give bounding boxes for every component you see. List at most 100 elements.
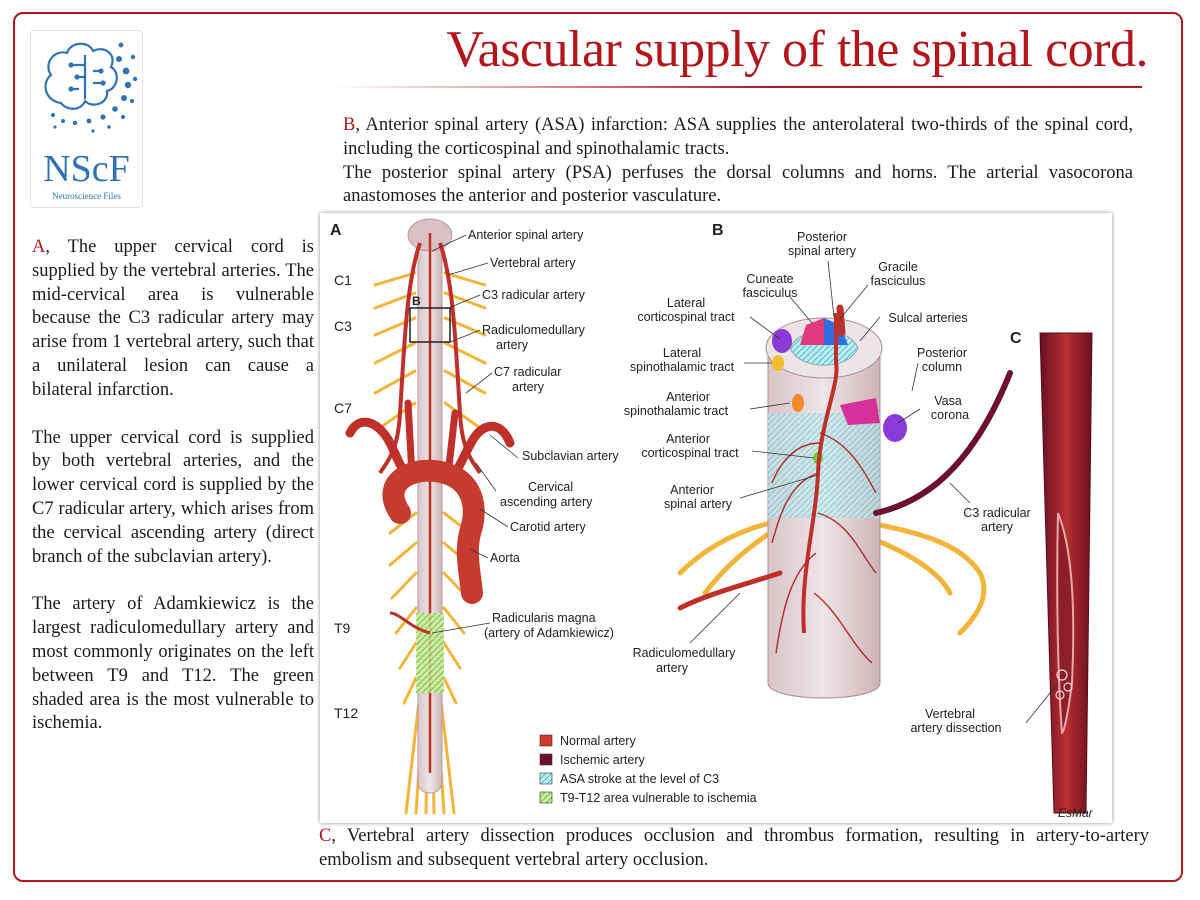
paragraph-a-text: , The upper cervical cord is supplied by… xyxy=(32,237,314,400)
paragraph-c-letter: C xyxy=(319,826,332,846)
label-anterior-stt-1: Anterior xyxy=(666,390,710,404)
anatomy-figure: B A C1 C3 C7 T9 T12 Anterior spinal arte… xyxy=(320,213,1112,823)
cuneate-right xyxy=(840,398,880,425)
label-lateral-stt-2: spinothalamic tract xyxy=(630,360,735,374)
aorta xyxy=(382,459,485,604)
panel-a: B A C1 C3 C7 T9 T12 Anterior spinal arte… xyxy=(330,218,619,815)
level-c3: C3 xyxy=(334,318,352,334)
paragraph-a-text3: The artery of Adamkiewicz is the largest… xyxy=(32,594,314,734)
label-dissection-2: artery dissection xyxy=(910,721,1001,735)
label-lateral-cst-1: Lateral xyxy=(667,296,705,310)
panel-c-leader xyxy=(1025,682,1059,724)
nscf-logo: NScF Neuroscience Files xyxy=(30,30,143,208)
radiculomedullary-artery-b xyxy=(677,570,783,611)
anatomy-illustration: B A C1 C3 C7 T9 T12 Anterior spinal arte… xyxy=(330,218,1094,820)
thrombus-icon xyxy=(1055,669,1073,700)
posterior-spinal-artery xyxy=(836,304,846,337)
adamkiewicz-artery xyxy=(389,611,431,635)
dissection-flap xyxy=(1056,512,1075,735)
label-radicularis-2: (artery of Adamkiewicz) xyxy=(484,626,614,640)
title-underline xyxy=(330,86,1142,88)
panel-b: B xyxy=(624,222,1031,699)
paragraph-b-letter: B xyxy=(343,115,356,135)
paragraph-b-text: , Anterior spinal artery (ASA) infarctio… xyxy=(343,115,1133,159)
lateral-corticospinal xyxy=(772,329,792,353)
lateral-cst-right xyxy=(883,414,907,442)
label-anterior-cst-1: Anterior xyxy=(666,432,710,446)
label-c3-radicular-1: C3 radicular xyxy=(963,506,1030,520)
label-posterior-column-2: column xyxy=(922,360,962,374)
label-c3-radicular-artery: C3 radicular artery xyxy=(482,288,586,302)
label-radicularis-1: Radicularis magna xyxy=(492,611,596,625)
panel-b-leaders xyxy=(689,260,971,644)
level-t12: T12 xyxy=(334,705,358,721)
label-cervical-ascending-1: Cervical xyxy=(528,480,573,494)
panel-a-letter: A xyxy=(330,222,342,239)
left-vertebral-artery xyxy=(378,242,422,475)
label-radiculomedullary-1: Radiculomedullary xyxy=(482,323,586,337)
label-dissection-1: Vertebral xyxy=(925,707,975,721)
lateral-spinothalamic xyxy=(772,355,784,371)
panel-b-letter: B xyxy=(712,222,724,239)
panel-b-nerve-roots xyxy=(677,520,987,636)
artist-signature: EsMar xyxy=(1058,806,1094,820)
label-cuneate-2: fasciculus xyxy=(743,286,798,300)
label-posterior-spinal-1: Posterior xyxy=(797,230,847,244)
label-vertebral-artery: Vertebral artery xyxy=(490,256,576,270)
label-posterior-column-1: Posterior xyxy=(917,346,967,360)
panel-c: C Vertebral artery dissection xyxy=(910,330,1093,814)
label-anterior-spinal-1: Anterior xyxy=(670,483,714,497)
paragraph-b: B, Anterior spinal artery (ASA) infarcti… xyxy=(343,114,1133,209)
ischemia-zone xyxy=(416,613,444,693)
label-anterior-spinal-2: spinal artery xyxy=(664,497,733,511)
logo-wordmark: NScF xyxy=(43,148,130,190)
label-aorta: Aorta xyxy=(490,551,520,565)
legend-label-normal-artery: Normal artery xyxy=(560,734,636,748)
inset-box xyxy=(409,307,451,343)
legend: Normal artery Ischemic artery ASA stroke… xyxy=(539,734,757,805)
panel-a-leaders xyxy=(431,234,519,634)
label-lateral-stt-1: Lateral xyxy=(663,346,701,360)
level-t9: T9 xyxy=(334,620,351,636)
anterior-spinothalamic xyxy=(792,394,804,412)
label-carotid-artery: Carotid artery xyxy=(510,520,586,534)
inset-letter: B xyxy=(412,294,421,308)
legend-swatch-normal-artery xyxy=(539,734,553,747)
cord-cylinder xyxy=(767,342,881,699)
label-lateral-cst-2: corticospinal tract xyxy=(637,310,735,324)
label-vasa-1: Vasa xyxy=(934,394,962,408)
label-c7-radicular-2: artery xyxy=(512,380,545,394)
legend-swatch-ischemia-zone xyxy=(539,791,553,804)
legend-label-asa-stroke: ASA stroke at the level of C3 xyxy=(560,772,719,786)
label-c7-radicular-1: C7 radicular xyxy=(494,365,561,379)
label-anterior-spinal-artery: Anterior spinal artery xyxy=(468,228,584,242)
paragraph-a-letter: A xyxy=(32,237,46,257)
level-c7: C7 xyxy=(334,400,352,416)
paragraph-b-text2: The posterior spinal artery (PSA) perfus… xyxy=(343,162,1133,207)
brain-logo-icon xyxy=(44,42,138,133)
panel-c-letter: C xyxy=(1010,330,1022,347)
label-radiculomedullary-2: artery xyxy=(496,338,529,352)
label-radiculomedullary-b-1: Radiculomedullary xyxy=(633,646,737,660)
paragraph-c-text: , Vertebral artery dissection produces o… xyxy=(319,826,1149,870)
label-c3-radicular-2: artery xyxy=(981,520,1014,534)
label-posterior-spinal-2: spinal artery xyxy=(788,244,857,258)
paragraph-a-text2: The upper cervical cord is supplied by b… xyxy=(32,427,314,567)
legend-swatch-ischemic-artery xyxy=(539,753,553,766)
paragraph-c: C, Vertebral artery dissection produces … xyxy=(319,825,1149,873)
label-gracile-1: Gracile xyxy=(878,260,918,274)
legend-swatch-asa-stroke xyxy=(539,772,553,785)
label-cervical-ascending-2: ascending artery xyxy=(500,495,593,509)
label-anterior-cst-2: corticospinal tract xyxy=(641,446,739,460)
label-gracile-2: fasciculus xyxy=(871,274,926,288)
vasa-corona xyxy=(771,432,877,664)
label-cuneate-1: Cuneate xyxy=(746,272,793,286)
legend-label-ischemia-zone: T9-T12 area vulnerable to ischemia xyxy=(560,791,757,805)
right-vertebral-artery xyxy=(438,242,482,475)
label-vasa-2: corona xyxy=(931,408,969,422)
label-sulcal-arteries: Sulcal arteries xyxy=(888,311,967,325)
cuneate-fasciculus xyxy=(800,318,824,345)
label-subclavian-artery: Subclavian artery xyxy=(522,449,619,463)
c3-radicular-ischemic xyxy=(873,370,1013,516)
page-frame xyxy=(13,12,1183,882)
